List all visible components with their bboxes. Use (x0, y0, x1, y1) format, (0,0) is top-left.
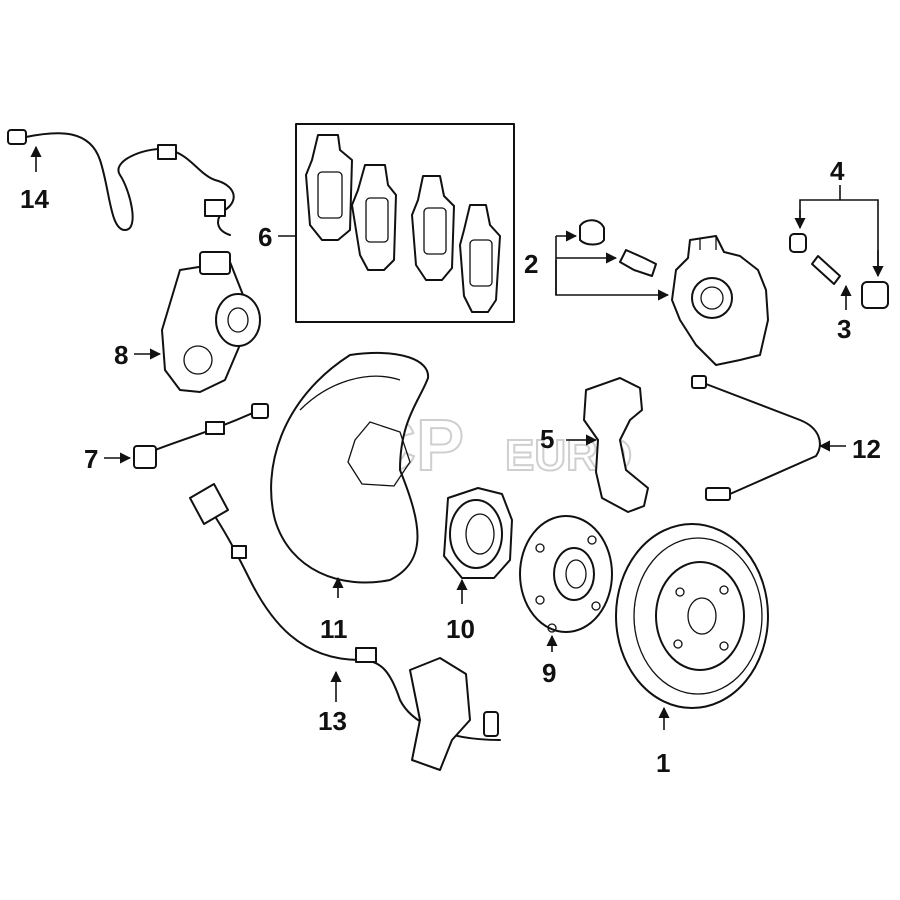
part-10-wheel-bearing (443, 487, 513, 604)
callout-4: 4 (830, 156, 845, 186)
part-3-4-guide-pin-kit (789, 185, 889, 310)
part-7-pad-wear-sensor (104, 403, 269, 469)
part-1-brake-rotor (615, 523, 769, 730)
part-5-caliper-bracket (566, 377, 649, 513)
callout-labels: 1 2 3 4 5 6 7 8 9 10 11 12 13 14 (20, 156, 881, 778)
callout-5: 5 (540, 424, 554, 454)
part-8-parking-brake-motor (134, 251, 261, 393)
callout-14: 14 (20, 184, 49, 214)
part-14-sensor-wire (7, 129, 235, 236)
callout-13: 13 (318, 706, 347, 736)
part-11-splash-shield (270, 351, 430, 598)
callout-11: 11 (320, 614, 348, 644)
callout-7: 7 (84, 444, 98, 474)
callout-10: 10 (446, 614, 475, 644)
callout-9: 9 (542, 658, 556, 688)
callout-12: 12 (852, 434, 881, 464)
callout-2: 2 (524, 249, 538, 279)
callout-6: 6 (258, 222, 272, 252)
callout-8: 8 (114, 340, 128, 370)
callout-3: 3 (837, 314, 851, 344)
part-13-abs-sensor (189, 483, 501, 771)
part-12-brake-hose (691, 375, 846, 501)
part-2-brake-caliper (555, 219, 769, 366)
part-6-brake-pad-set (278, 123, 515, 323)
part-9-wheel-hub (519, 515, 613, 652)
callout-1: 1 (656, 748, 670, 778)
